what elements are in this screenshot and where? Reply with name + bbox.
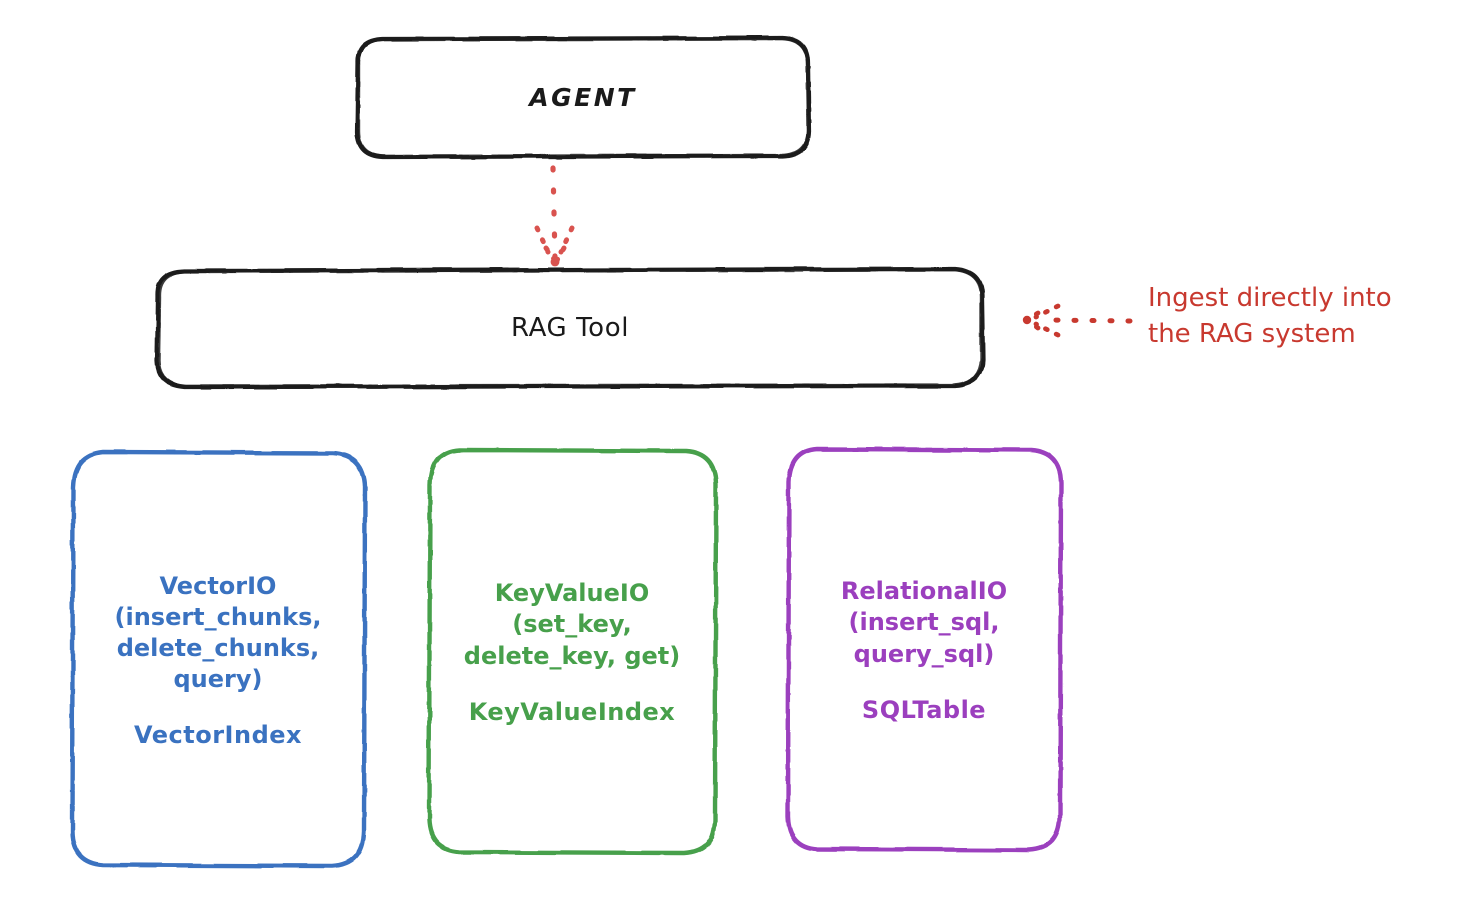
agent-box-outline-overdraw [357,37,810,158]
ingest-arrow-head [1024,303,1061,338]
relational-io-box-outline [785,446,1064,853]
ingest-arrow [1022,303,1133,338]
agent-box-outline [354,35,812,160]
rag-tool-node[interactable] [154,266,986,390]
key-value-io-box-outline [426,447,719,856]
agent-to-rag-arrow-tip [550,257,560,267]
vector-io-node[interactable] [69,449,368,869]
vector-io-box-outline [69,449,368,869]
ingest-arrow-tip [1022,315,1032,325]
agent-to-rag-arrow-head [534,225,575,265]
rag-tool-box-outline-overdraw [157,268,983,388]
agent-to-rag-arrow-line [550,165,558,261]
agent-to-rag-arrow [534,165,575,267]
key-value-io-node[interactable] [426,447,719,856]
relational-io-node[interactable] [785,446,1064,853]
rag-tool-box-outline [154,266,986,390]
ingest-arrow-line [1045,317,1133,324]
agent-node[interactable] [354,35,812,160]
